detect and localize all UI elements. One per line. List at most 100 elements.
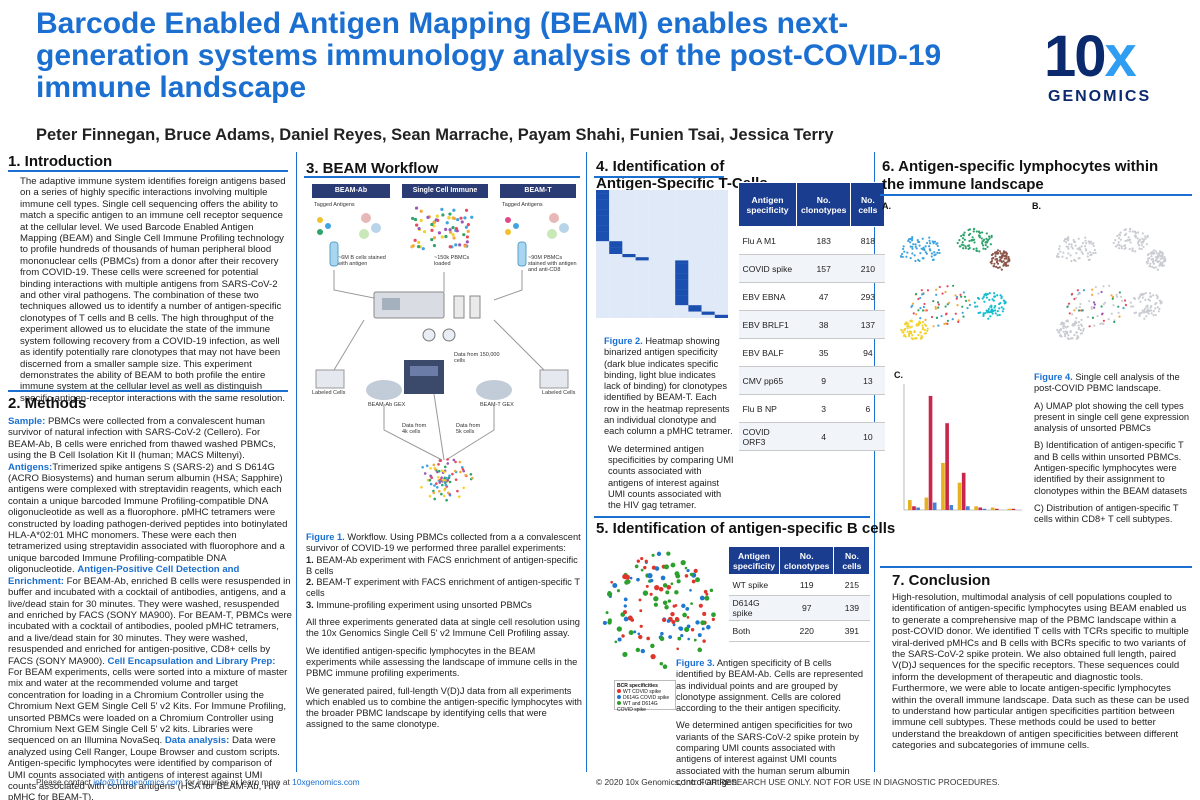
umap-b-point bbox=[1117, 311, 1120, 314]
methods-text: Sample: PBMCs were collected from a conv… bbox=[8, 416, 292, 800]
heatmap-cell bbox=[622, 266, 636, 271]
umap-b-point bbox=[1128, 230, 1131, 233]
umap-b-point bbox=[1145, 315, 1148, 318]
umap-a-point bbox=[934, 305, 937, 309]
umap-a-point bbox=[919, 251, 922, 255]
heatmap-cell bbox=[635, 202, 649, 207]
umap-b-point bbox=[1067, 334, 1070, 337]
heatmap-cell bbox=[648, 305, 662, 309]
heatmap-cell bbox=[675, 263, 689, 267]
umap-b-point bbox=[1162, 264, 1166, 267]
umap-b-point bbox=[1158, 307, 1161, 311]
bcell-point bbox=[646, 636, 650, 641]
umap-a-point bbox=[1000, 297, 1003, 300]
pbmc-cell bbox=[463, 244, 467, 248]
umap-a-point bbox=[941, 292, 944, 295]
umap-point bbox=[438, 481, 442, 484]
umap-b-point bbox=[1133, 311, 1136, 315]
umap-a-point bbox=[922, 292, 925, 296]
umap-a-point bbox=[982, 247, 985, 250]
umap-a-point bbox=[918, 244, 921, 247]
umap-b-point bbox=[1060, 335, 1063, 338]
heatmap-cell bbox=[688, 212, 702, 216]
heatmap-cell bbox=[596, 260, 610, 264]
umap-b-point bbox=[1149, 295, 1153, 298]
umap-a-point bbox=[936, 244, 939, 248]
umap-a-point bbox=[912, 312, 915, 315]
heatmap-cell bbox=[609, 199, 623, 203]
panel-a-label: A. bbox=[882, 201, 891, 211]
heatmap-cell bbox=[648, 266, 662, 271]
umap-b-point bbox=[1159, 262, 1162, 265]
umap-point bbox=[428, 478, 432, 482]
workflow-para: We identified antigen-specific lymphocyt… bbox=[306, 645, 578, 679]
footer-email-link[interactable]: info@10xgenomics.com bbox=[93, 777, 183, 787]
heatmap-cell bbox=[609, 215, 623, 219]
bcell-point bbox=[622, 610, 627, 615]
umap-b-point bbox=[1075, 296, 1078, 300]
heatmap-cell bbox=[701, 190, 715, 194]
umap-b-point bbox=[1146, 262, 1149, 265]
legend-swatch bbox=[617, 689, 621, 693]
table-cell-antigen: Both bbox=[728, 620, 780, 642]
heatmap-cell bbox=[596, 270, 610, 274]
umap-b-point bbox=[1081, 241, 1085, 245]
umap-b-point bbox=[1080, 245, 1083, 248]
umap-a-point bbox=[1000, 306, 1003, 309]
umap-a-point bbox=[990, 262, 993, 265]
umap-a-point bbox=[982, 238, 986, 241]
heatmap-cell bbox=[609, 218, 623, 223]
heatmap-cell bbox=[675, 222, 689, 226]
figure4-caption: Figure 4. Single cell analysis of the po… bbox=[1034, 372, 1192, 532]
umap-antigen-specific bbox=[1055, 227, 1167, 341]
heatmap-cell bbox=[596, 276, 610, 280]
section-rule bbox=[594, 176, 724, 178]
umap-point bbox=[442, 494, 446, 498]
bcell-point bbox=[698, 603, 703, 608]
heatmap-cell bbox=[635, 292, 649, 296]
heatmap-cell bbox=[688, 215, 702, 219]
umap-a-point bbox=[1002, 260, 1005, 263]
umap-a-point bbox=[1002, 307, 1005, 311]
umap-a-point bbox=[946, 285, 949, 288]
umap-a-point bbox=[937, 324, 940, 327]
heatmap-cell bbox=[635, 241, 649, 245]
footer-site-link[interactable]: 10xgenomics.com bbox=[292, 777, 360, 787]
umap-a-point bbox=[972, 230, 975, 233]
umap-point bbox=[439, 459, 442, 463]
umap-b-point bbox=[1118, 234, 1122, 237]
heatmap-cell bbox=[596, 218, 610, 223]
umap-b-point bbox=[1102, 319, 1105, 322]
umap-point bbox=[433, 466, 437, 470]
heatmap-cell bbox=[622, 250, 636, 255]
pbmc-cell bbox=[432, 220, 436, 225]
umap-a-point bbox=[917, 240, 921, 244]
umap-a-point bbox=[910, 325, 913, 328]
umap-b-point bbox=[1111, 295, 1115, 299]
heatmap-cell bbox=[662, 279, 676, 283]
figure4-label: Figure 4. bbox=[1034, 372, 1073, 382]
workflow-note-ab: ~6M B cells stained with antigen bbox=[338, 255, 386, 267]
umap-b-point bbox=[1150, 255, 1153, 258]
umap-a-point bbox=[980, 237, 983, 240]
workflow-box-beam-ab: BEAM-Ab bbox=[312, 184, 390, 198]
umap-b-point bbox=[1156, 297, 1159, 300]
figure1-item-num: 2. bbox=[306, 577, 314, 588]
umap-b-point bbox=[1073, 333, 1076, 337]
heatmap-cell bbox=[622, 218, 636, 223]
umap-b-point bbox=[1084, 236, 1087, 239]
table-cell-clonotypes: 38 bbox=[796, 310, 851, 339]
legend-label: D614G COVID spike bbox=[623, 695, 670, 701]
section-rule bbox=[594, 516, 870, 518]
heatmap-cell bbox=[714, 295, 728, 299]
umap-a-point bbox=[985, 232, 988, 235]
umap-b-point bbox=[1159, 251, 1162, 254]
umap-b-point bbox=[1143, 317, 1146, 320]
heatmap-cell bbox=[635, 257, 649, 261]
heatmap-cell bbox=[622, 273, 636, 277]
umap-a-point bbox=[915, 247, 918, 250]
heatmap-cell bbox=[596, 244, 610, 248]
heatmap-cell bbox=[609, 273, 623, 277]
heatmap-cell bbox=[609, 238, 623, 242]
